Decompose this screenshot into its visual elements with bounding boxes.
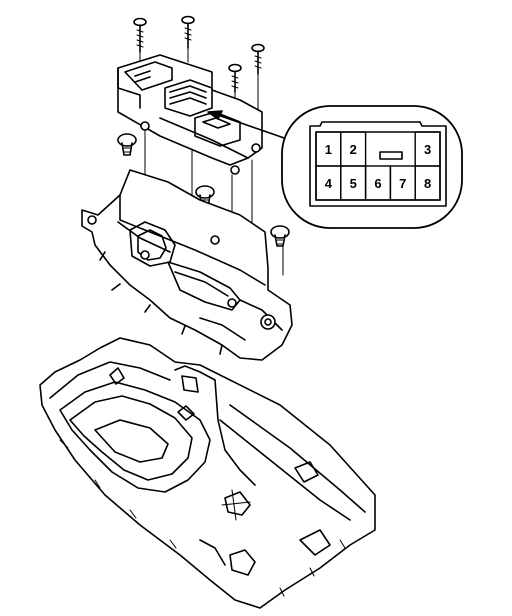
switch-unit — [117, 54, 263, 175]
connector-pin-label: 5 — [350, 176, 357, 191]
connector-pin-8: 8 — [414, 165, 441, 201]
clip-right — [270, 225, 290, 247]
clips — [117, 133, 290, 247]
connector-pin-label: 7 — [399, 176, 406, 191]
screw-3 — [228, 63, 242, 93]
clip-left — [117, 133, 137, 156]
bracket-bezel — [81, 169, 293, 361]
connector-pin-label: 2 — [350, 142, 357, 157]
connector-pin-label: 4 — [325, 176, 333, 191]
connector-pointer — [207, 110, 291, 141]
connector-detail: 1 2 3 4 5 6 7 8 — [281, 105, 463, 229]
connector-pin-grid: 1 2 3 4 5 6 7 8 — [315, 131, 441, 201]
screws — [133, 15, 265, 93]
connector-pin-label: 6 — [374, 176, 381, 191]
connector-pin-label: 1 — [325, 142, 332, 157]
screw-2 — [181, 15, 195, 49]
screw-4 — [251, 43, 265, 75]
door-panel — [39, 337, 376, 609]
screw-1 — [133, 17, 147, 53]
connector-pin-label: 3 — [424, 142, 431, 157]
connector-pin-label: 8 — [424, 176, 431, 191]
